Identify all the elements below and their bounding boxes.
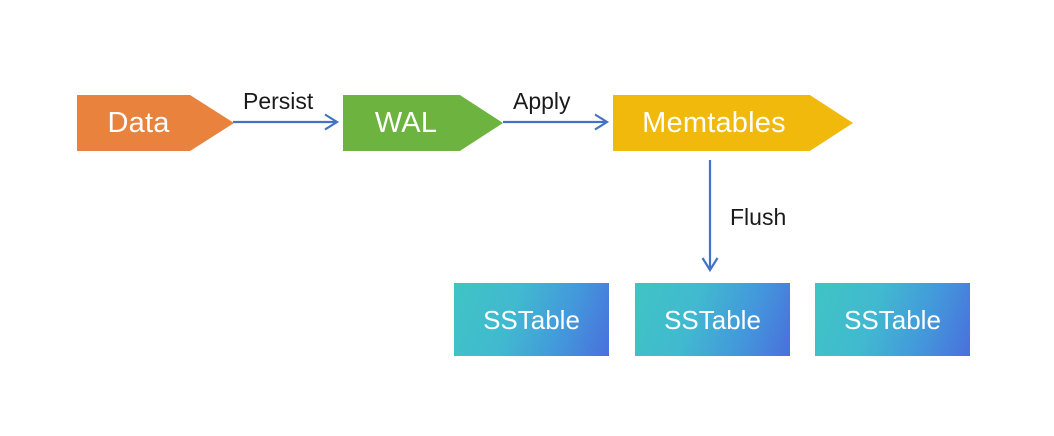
node-wal-label: WAL <box>374 106 438 139</box>
node-sstable-1[interactable]: SSTable <box>454 283 609 356</box>
node-data-label: Data <box>107 106 170 139</box>
node-sstable-3-label: SSTable <box>844 304 941 335</box>
edge-label-persist: Persist <box>243 88 314 114</box>
node-sstable-3[interactable]: SSTable <box>815 283 970 356</box>
edge-label-apply: Apply <box>513 88 571 114</box>
edge-label-flush: Flush <box>730 204 787 230</box>
node-sstable-1-label: SSTable <box>483 304 580 335</box>
node-wal[interactable]: WAL <box>343 95 503 151</box>
arrow-flush <box>701 160 719 273</box>
node-memtables-label: Memtables <box>642 106 786 139</box>
node-data[interactable]: Data <box>77 95 234 151</box>
node-sstable-2[interactable]: SSTable <box>635 283 790 356</box>
node-memtables[interactable]: Memtables <box>613 95 853 151</box>
node-sstable-2-label: SSTable <box>664 304 761 335</box>
